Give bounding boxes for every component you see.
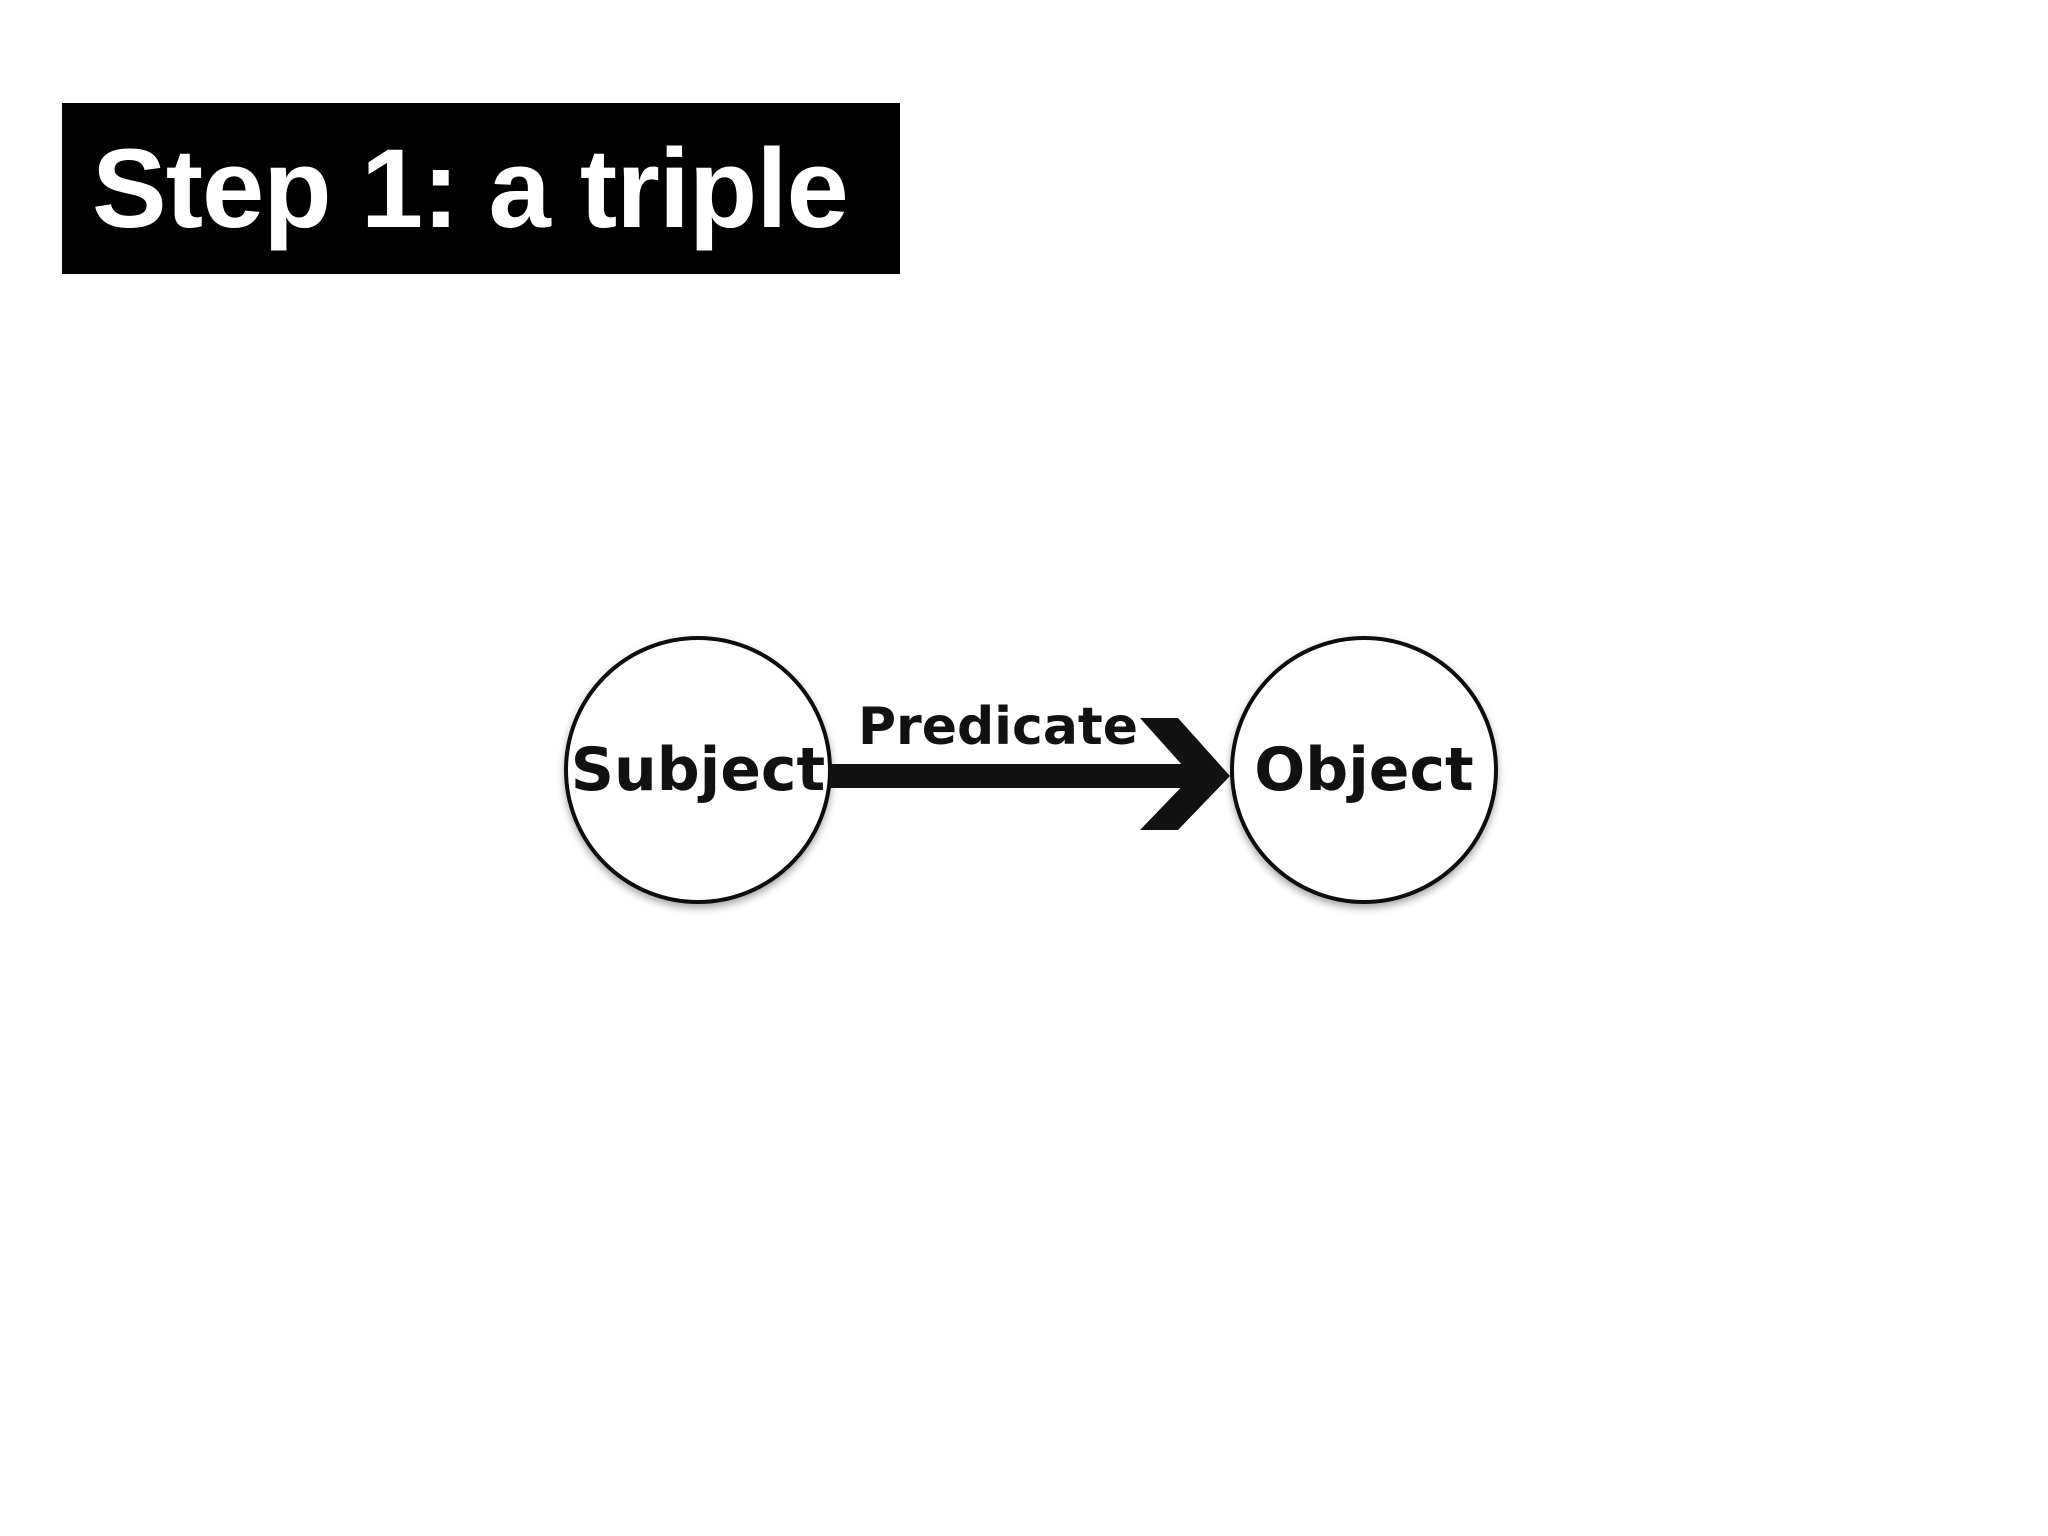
- subject-node: Subject: [564, 636, 832, 904]
- slide-title-banner: Step 1: a triple: [62, 103, 900, 274]
- predicate-arrowhead: [1140, 718, 1230, 830]
- predicate-arrow-shaft: [830, 764, 1202, 788]
- object-node-circle: [1230, 636, 1498, 904]
- slide-title: Step 1: a triple: [92, 125, 849, 251]
- predicate-edge: Predicate: [830, 697, 1230, 830]
- object-node: Object: [1230, 636, 1498, 904]
- predicate-edge-label: Predicate: [858, 697, 1138, 757]
- subject-node-label: Subject: [571, 735, 825, 805]
- object-node-label: Object: [1254, 735, 1473, 805]
